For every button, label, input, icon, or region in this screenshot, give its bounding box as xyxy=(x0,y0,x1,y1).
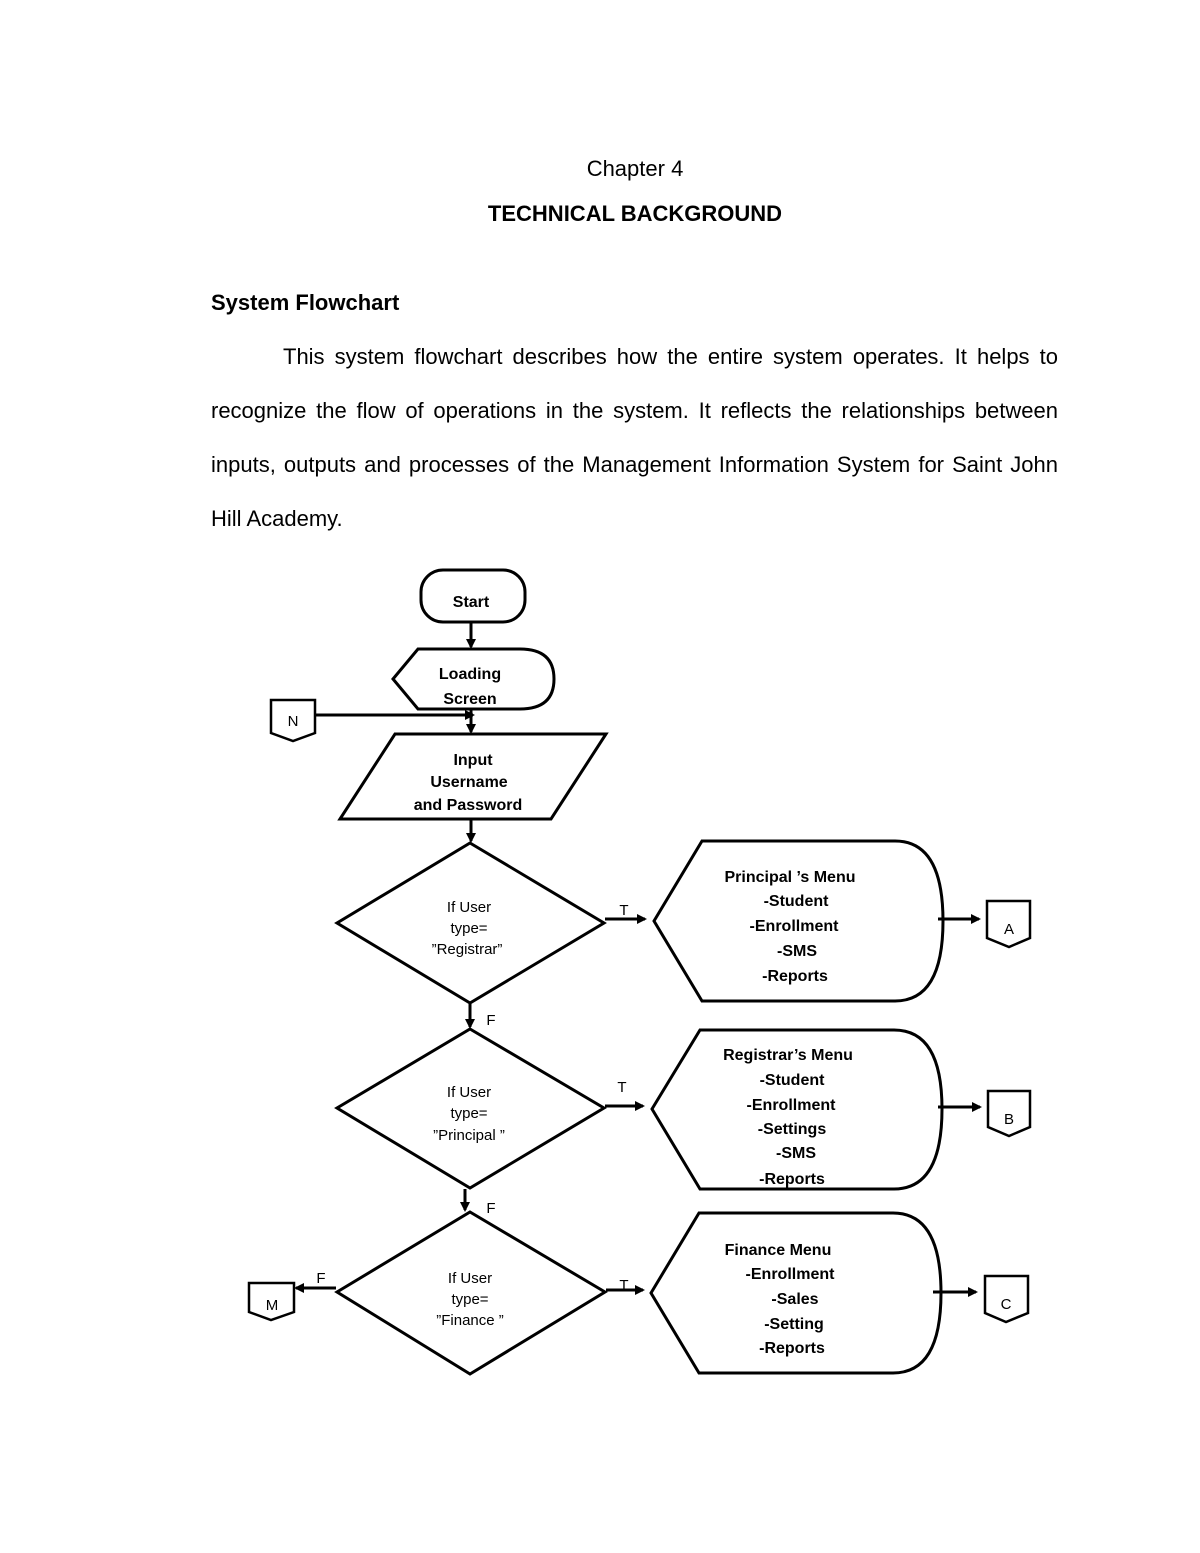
menu-registrar-shape xyxy=(650,1028,944,1191)
chapter-title: TECHNICAL BACKGROUND xyxy=(487,201,783,226)
start-label: Start xyxy=(453,594,490,611)
section-heading: System Flowchart xyxy=(211,290,400,315)
menu-principal-shape xyxy=(652,839,945,1003)
menu1-item-1: -Student xyxy=(764,893,830,910)
decision2-label-2: type= xyxy=(450,1105,487,1122)
decision-finance xyxy=(334,1210,608,1376)
menu3-title: Finance Menu xyxy=(725,1242,832,1259)
paragraph-text: This system flowchart describes how the … xyxy=(211,344,1058,531)
connector-m-label: M xyxy=(266,1297,279,1314)
decision1-false-label: F xyxy=(486,1012,495,1029)
loading-label-2: Screen xyxy=(443,691,496,708)
menu2-item-5: -Reports xyxy=(759,1171,825,1188)
decision3-label-1: If User xyxy=(448,1270,492,1287)
connector-c-shape xyxy=(983,1274,1030,1324)
menu3-item-3: -Setting xyxy=(764,1316,824,1333)
decision3-true-label: T xyxy=(619,1277,628,1294)
loading-label-1: Loading xyxy=(439,666,501,683)
input-label-1: Input xyxy=(453,752,493,769)
decision-principal xyxy=(334,1027,607,1190)
decision3-label-3: ”Finance ” xyxy=(436,1312,504,1329)
chapter-number: Chapter 4 xyxy=(586,156,684,181)
decision1-label-2: type= xyxy=(450,920,487,937)
decision2-false-label: F xyxy=(486,1200,495,1217)
decision-registrar xyxy=(334,841,607,1005)
section-paragraph: This system flowchart describes how the … xyxy=(211,330,1058,546)
connector-n-shape xyxy=(269,698,317,743)
decision1-label-1: If User xyxy=(447,899,491,916)
menu3-item-2: -Sales xyxy=(771,1291,818,1308)
loading-display xyxy=(391,647,556,711)
connector-c-label: C xyxy=(1001,1296,1012,1313)
decision2-true-label: T xyxy=(617,1079,626,1096)
connector-b-shape xyxy=(986,1089,1032,1138)
decision3-label-2: type= xyxy=(451,1291,488,1308)
connector-m-shape xyxy=(247,1281,296,1322)
connector-a-label: A xyxy=(1004,921,1014,938)
decision2-label-3: ”Principal ” xyxy=(433,1127,505,1144)
decision3-false-label: F xyxy=(316,1270,325,1287)
menu3-item-1: -Enrollment xyxy=(746,1266,836,1283)
input-label-3: and Password xyxy=(414,797,522,814)
menu1-item-2: -Enrollment xyxy=(750,918,840,935)
input-label-2: Username xyxy=(430,774,507,791)
menu2-item-1: -Student xyxy=(760,1072,826,1089)
menu1-title: Principal ’s Menu xyxy=(725,869,856,886)
input-parallelogram xyxy=(337,732,609,821)
menu2-item-2: -Enrollment xyxy=(747,1097,837,1114)
connector-n-label: N xyxy=(288,713,299,730)
menu2-title: Registrar’s Menu xyxy=(723,1047,853,1064)
decision1-label-3: ”Registrar” xyxy=(432,941,503,958)
menu3-item-4: -Reports xyxy=(759,1340,825,1357)
connector-a-shape xyxy=(985,899,1032,949)
menu2-item-4: -SMS xyxy=(776,1145,816,1162)
decision2-label-1: If User xyxy=(447,1084,491,1101)
connector-b-label: B xyxy=(1004,1111,1014,1128)
menu2-item-3: -Settings xyxy=(758,1121,827,1138)
decision1-true-label: T xyxy=(619,902,628,919)
start-terminator xyxy=(419,568,527,624)
menu1-item-4: -Reports xyxy=(762,968,828,985)
menu1-item-3: -SMS xyxy=(777,943,817,960)
